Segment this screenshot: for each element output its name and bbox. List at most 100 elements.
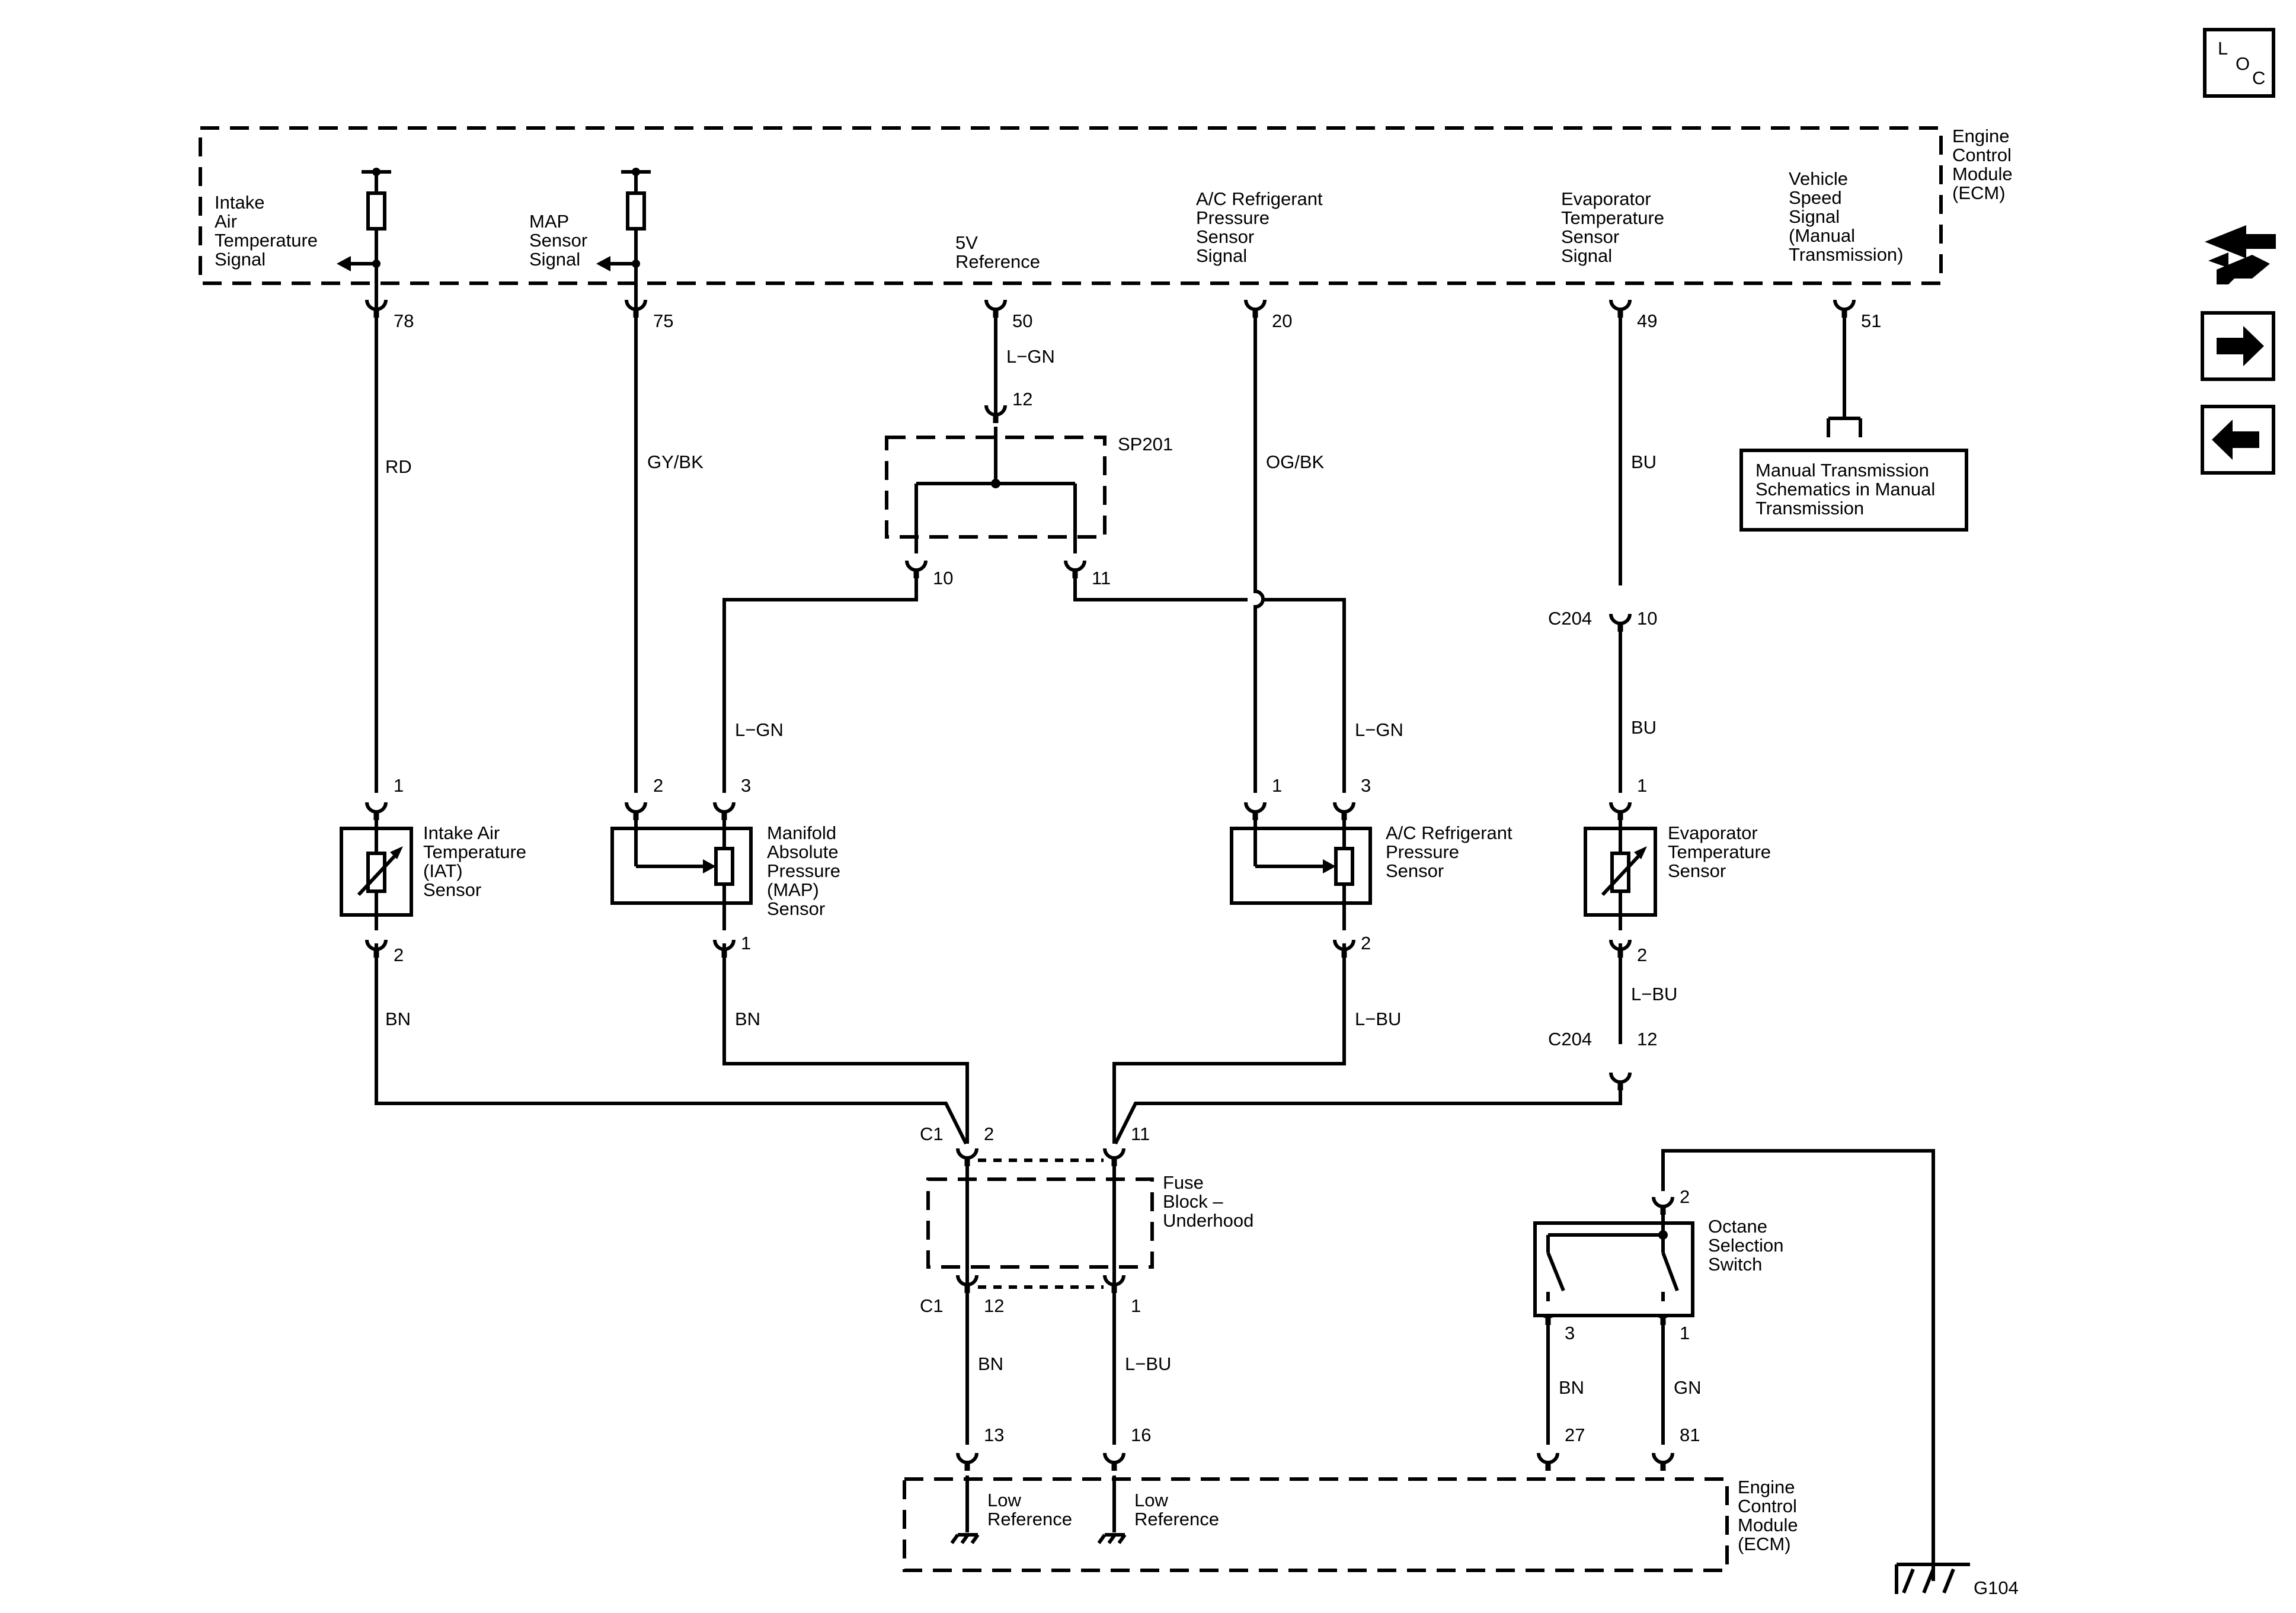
svg-text:Switch: Switch bbox=[1708, 1254, 1762, 1275]
wire-ac-signal bbox=[1253, 308, 1265, 793]
pin-51: 51 bbox=[1861, 311, 1881, 331]
svg-text:Evaporator: Evaporator bbox=[1561, 188, 1651, 209]
wire-label-bn-iat: BN bbox=[385, 1009, 411, 1029]
connector-c204-a-label: C204 bbox=[1548, 608, 1592, 629]
octane-switch-label: Octane Selection Switch bbox=[1708, 1216, 1784, 1275]
connector-pin-cup bbox=[1103, 1148, 1125, 1160]
map-sensor-label: Manifold Absolute Pressure (MAP) Sensor bbox=[767, 822, 840, 919]
map-sensor[interactable] bbox=[610, 811, 753, 930]
wiring-tools-icon[interactable] bbox=[2205, 225, 2276, 284]
connector-pin-cup bbox=[1609, 299, 1632, 311]
loc-icon[interactable]: L O C bbox=[2203, 28, 2275, 98]
wire-label-gn-octane: GN bbox=[1674, 1377, 1702, 1398]
connector-pin-cup bbox=[1833, 299, 1856, 311]
svg-text:(ECM): (ECM) bbox=[1952, 183, 2006, 203]
pin-78: 78 bbox=[394, 311, 414, 331]
wire-label-lbu-evap: L−BU bbox=[1631, 984, 1677, 1004]
svg-text:(MAP): (MAP) bbox=[767, 879, 819, 900]
wire-ac-reference bbox=[1073, 569, 1346, 793]
ecm-top-box bbox=[199, 126, 1943, 285]
fuse-block-underhood[interactable] bbox=[926, 1158, 1154, 1289]
ecm-top-title: Engine Control Module (ECM) bbox=[1952, 126, 2013, 203]
signal-5v-ref-label: 5V Reference bbox=[955, 232, 1040, 272]
wire-label-gybk: GY/BK bbox=[647, 452, 703, 472]
ecm-map-resistor bbox=[596, 168, 651, 308]
connector-c1-top-label: C1 bbox=[920, 1124, 944, 1144]
iat-sensor-label: Intake Air Temperature (IAT) Sensor bbox=[423, 822, 526, 900]
svg-text:Block –: Block – bbox=[1163, 1191, 1223, 1212]
wire-label-bn-map: BN bbox=[735, 1009, 760, 1029]
low-ref-a-label: Low Reference bbox=[987, 1490, 1072, 1529]
ac-pressure-sensor[interactable] bbox=[1230, 811, 1372, 930]
splice-sp201-label: SP201 bbox=[1118, 434, 1173, 455]
svg-text:Sensor: Sensor bbox=[767, 898, 825, 919]
wire-label-bu-top: BU bbox=[1631, 452, 1657, 472]
wire-map-reference bbox=[722, 569, 918, 793]
connector-pin-cup bbox=[1652, 1196, 1674, 1208]
pin-sp201-12: 12 bbox=[1012, 389, 1032, 409]
pin-octane-2: 2 bbox=[1680, 1186, 1690, 1207]
pin-c204-10: 10 bbox=[1637, 608, 1657, 629]
arrow-right-icon[interactable] bbox=[2201, 311, 2275, 381]
svg-text:Reference: Reference bbox=[955, 251, 1040, 272]
signal-map-label: MAP Sensor Signal bbox=[529, 211, 587, 270]
pin-fuse-11: 11 bbox=[1131, 1124, 1150, 1144]
svg-text:(IAT): (IAT) bbox=[423, 860, 463, 881]
svg-text:Evaporator: Evaporator bbox=[1668, 822, 1758, 843]
pin-ac-1: 1 bbox=[1272, 775, 1282, 796]
pin-49: 49 bbox=[1637, 311, 1657, 331]
svg-text:Sensor: Sensor bbox=[1386, 860, 1444, 881]
svg-text:Engine: Engine bbox=[1738, 1477, 1795, 1497]
svg-text:Octane: Octane bbox=[1708, 1216, 1767, 1237]
svg-text:Schematics in Manual: Schematics in Manual bbox=[1755, 479, 1935, 500]
pin-ecm-16: 16 bbox=[1131, 1425, 1151, 1445]
svg-text:Engine: Engine bbox=[1952, 126, 2010, 146]
connector-pin-cup bbox=[1609, 1072, 1632, 1084]
svg-text:Sensor: Sensor bbox=[423, 879, 481, 900]
pin-sp201-10: 10 bbox=[933, 568, 953, 588]
svg-text:Selection: Selection bbox=[1708, 1235, 1784, 1256]
svg-text:Intake: Intake bbox=[215, 192, 264, 213]
svg-text:Underhood: Underhood bbox=[1163, 1210, 1253, 1231]
connector-pin-cup bbox=[1333, 802, 1355, 814]
arrow-left-icon[interactable] bbox=[2201, 405, 2275, 475]
svg-text:Transmission: Transmission bbox=[1755, 498, 1864, 519]
svg-text:Reference: Reference bbox=[987, 1509, 1072, 1529]
svg-text:Signal: Signal bbox=[215, 249, 266, 270]
wire-label-lbu-low: L−BU bbox=[1125, 1353, 1171, 1374]
svg-text:Absolute: Absolute bbox=[767, 841, 839, 862]
pin-fuse-12: 12 bbox=[984, 1295, 1004, 1316]
svg-text:Pressure: Pressure bbox=[1196, 207, 1269, 228]
pin-octane-3: 3 bbox=[1565, 1323, 1575, 1343]
svg-text:(ECM): (ECM) bbox=[1738, 1534, 1791, 1554]
svg-text:Signal: Signal bbox=[1789, 206, 1840, 227]
loc-o: O bbox=[2236, 53, 2250, 74]
pin-sp201-11: 11 bbox=[1092, 568, 1111, 588]
svg-text:Signal: Signal bbox=[1196, 245, 1247, 266]
connector-pin-cup bbox=[905, 560, 928, 572]
loc-l: L bbox=[2218, 38, 2228, 59]
wire-label-lgn-ac: L−GN bbox=[1355, 719, 1403, 740]
connector-c204-b-label: C204 bbox=[1548, 1029, 1592, 1049]
svg-text:Manual Transmission: Manual Transmission bbox=[1755, 460, 1929, 481]
evap-temp-sensor[interactable] bbox=[1584, 811, 1657, 930]
pin-c204-12: 12 bbox=[1637, 1029, 1657, 1049]
connector-pin-cup bbox=[984, 299, 1007, 311]
manual-transmission-box[interactable]: Manual Transmission Schematics in Manual… bbox=[1739, 449, 1968, 532]
signal-vss-label: Vehicle Speed Signal (Manual Transmissio… bbox=[1789, 168, 1904, 265]
svg-text:Low: Low bbox=[987, 1490, 1021, 1510]
evap-sensor-label: Evaporator Temperature Sensor bbox=[1668, 822, 1771, 881]
svg-text:Vehicle: Vehicle bbox=[1789, 168, 1848, 189]
connector-pin-cup bbox=[956, 1148, 978, 1160]
pin-ecm-27: 27 bbox=[1565, 1425, 1585, 1445]
pin-75: 75 bbox=[653, 311, 673, 331]
svg-text:Temperature: Temperature bbox=[423, 841, 526, 862]
pin-evap-2: 2 bbox=[1637, 945, 1647, 965]
wire-ac-low bbox=[1112, 943, 1346, 1144]
octane-selection-switch[interactable] bbox=[1533, 1205, 1694, 1317]
iat-sensor[interactable] bbox=[340, 811, 413, 930]
connector-pin-cup bbox=[365, 802, 388, 814]
svg-text:Signal: Signal bbox=[1561, 245, 1612, 266]
pin-octane-1: 1 bbox=[1680, 1323, 1690, 1343]
